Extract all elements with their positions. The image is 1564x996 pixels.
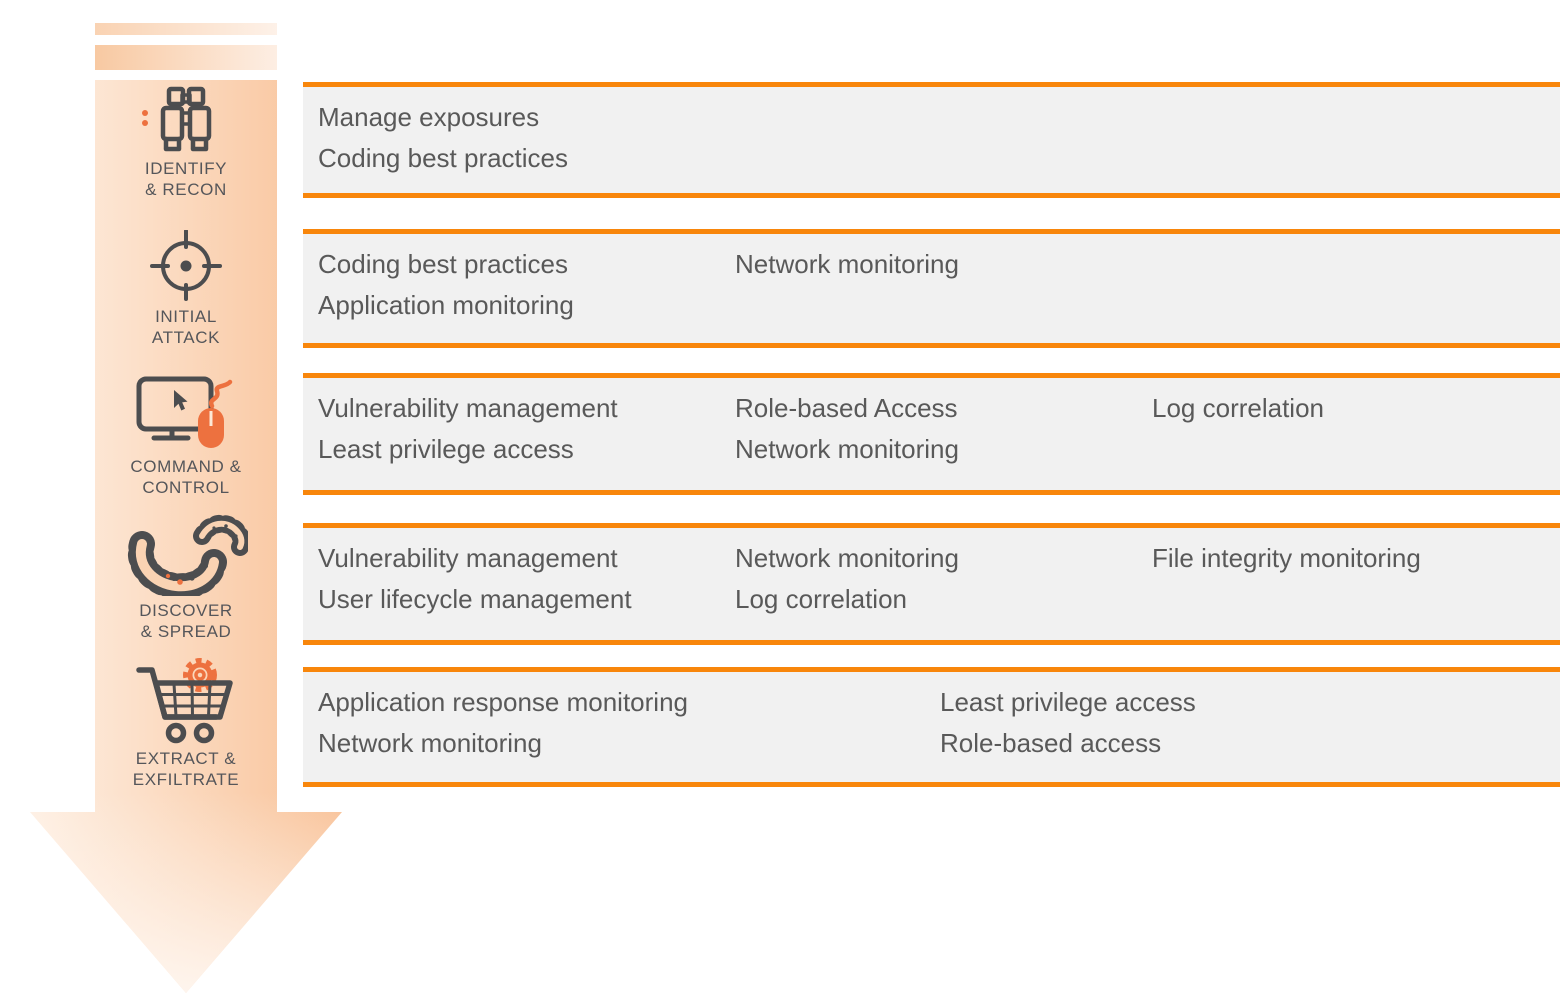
defense-items: Vulnerability management Least privilege… xyxy=(318,388,618,470)
stage-initial-attack: INITIAL ATTACK xyxy=(66,230,306,348)
defense-items: File integrity monitoring xyxy=(1152,538,1421,579)
stage-identify-recon: IDENTIFY & RECON xyxy=(66,86,306,200)
defense-item: Role-based access xyxy=(940,728,1162,758)
defense-item: Network monitoring xyxy=(735,249,959,279)
defense-items: Log correlation xyxy=(1152,388,1324,429)
defense-item: File integrity monitoring xyxy=(1152,543,1421,573)
defense-row-identify: Manage exposures Coding best practices xyxy=(303,82,1560,198)
defense-item: Network monitoring xyxy=(735,434,959,464)
binoculars-icon xyxy=(142,86,212,152)
arrow-tail-strip-2 xyxy=(95,45,277,70)
defense-item: Log correlation xyxy=(735,584,907,614)
stage-command-control: COMMAND & CONTROL xyxy=(66,374,306,498)
arrow-tail-strip-1 xyxy=(95,23,277,35)
defense-item: Application monitoring xyxy=(318,290,574,320)
stage-label-line: IDENTIFY xyxy=(144,159,228,178)
stage-label-line: ATTACK xyxy=(151,328,221,347)
defense-items: Network monitoring Log correlation xyxy=(735,538,959,620)
stage-label-line: EXFILTRATE xyxy=(132,770,240,789)
stage-extract-exfiltrate: EXTRACT & EXFILTRATE xyxy=(66,658,306,790)
defense-items: Coding best practices Application monito… xyxy=(318,244,574,326)
defense-row-initial-attack: Coding best practices Application monito… xyxy=(303,229,1560,348)
cart-gear-icon xyxy=(136,658,233,744)
stage-label-line: & RECON xyxy=(145,180,227,199)
defense-item: Coding best practices xyxy=(318,249,569,279)
defense-item: Manage exposures xyxy=(318,102,540,132)
defense-items: Role-based Access Network monitoring xyxy=(735,388,959,470)
stage-label-line: CONTROL xyxy=(142,478,230,497)
defense-item: Application response monitoring xyxy=(318,687,688,717)
bacteria-icon xyxy=(127,514,248,596)
command-control-icon xyxy=(136,376,233,448)
defense-item: Vulnerability management xyxy=(318,393,618,423)
target-icon xyxy=(150,230,222,301)
defense-row-extract-exfiltrate: Application response monitoring Network … xyxy=(303,667,1560,787)
defense-item: Network monitoring xyxy=(318,728,542,758)
defense-row-command-control: Vulnerability management Least privilege… xyxy=(303,373,1560,495)
defense-item: Log correlation xyxy=(1152,393,1324,423)
stage-label-line: INITIAL xyxy=(155,307,217,326)
defense-items: Application response monitoring Network … xyxy=(318,682,688,764)
defense-item: User lifecycle management xyxy=(318,584,632,614)
defense-item: Network monitoring xyxy=(735,543,959,573)
defense-items: Vulnerability management User lifecycle … xyxy=(318,538,632,620)
defense-item: Vulnerability management xyxy=(318,543,618,573)
stage-label-line: EXTRACT & xyxy=(135,749,237,768)
stage-discover-spread: DISCOVER & SPREAD xyxy=(66,514,306,642)
stage-label-line: & SPREAD xyxy=(140,622,232,641)
stage-label-line: COMMAND & xyxy=(130,457,242,476)
stage-label-line: DISCOVER xyxy=(139,601,233,620)
defense-item: Coding best practices xyxy=(318,143,569,173)
defense-row-discover-spread: Vulnerability management User lifecycle … xyxy=(303,523,1560,645)
defense-items: Network monitoring xyxy=(735,244,959,285)
defense-items: Least privilege access Role-based access xyxy=(940,682,1196,764)
defense-items: Manage exposures Coding best practices xyxy=(318,97,568,179)
defense-item: Role-based Access xyxy=(735,393,958,423)
defense-item: Least privilege access xyxy=(318,434,574,464)
defense-item: Least privilege access xyxy=(940,687,1196,717)
